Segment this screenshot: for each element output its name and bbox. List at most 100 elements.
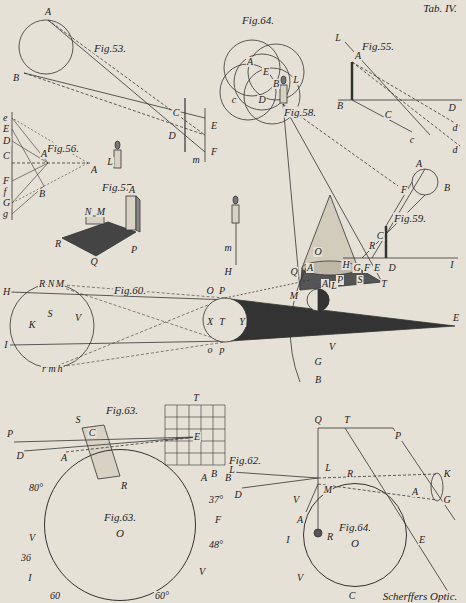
figure-label: Fig.55. [361,41,395,52]
point-letter: D [167,131,176,141]
point-letter: E [452,313,460,323]
point-letter: 80° [28,483,44,493]
point-letter: 60 [49,591,61,601]
point-letter: 37° [208,495,224,505]
point-letter: p [219,345,226,355]
point-letter: m [223,243,232,253]
figure-label: Fig.59. [393,213,427,224]
point-letter: c [231,95,237,105]
point-letter: G [442,495,451,505]
point-letter: C [376,231,385,241]
figure-label: Fig.56. [46,143,80,154]
point-letter: D [233,490,242,500]
point-letter: C [88,428,97,438]
point-letter: c [409,135,415,145]
point-letter: S [357,275,364,285]
figure-label: Fig.58. [283,107,317,118]
point-letter: L [324,463,332,473]
point-letter: P [130,245,138,255]
point-letter: V [28,533,36,543]
point-letter: V [198,567,206,577]
point-letter: B [443,183,451,193]
point-letter: B [272,79,280,89]
point-letter: o [207,345,214,355]
point-letter: R [346,469,354,479]
figure-label: Scherffers Optic. [382,590,459,601]
point-letter: C [2,151,11,161]
point-letter: M [96,207,106,217]
point-letter: A [40,149,48,159]
figure-label: Fig.64. [241,15,275,26]
point-letter: d [452,145,459,155]
figure-circle: Fig.63.O [44,449,196,601]
point-letter: B [12,73,20,83]
point-letter: Y [238,317,246,327]
figure-label: Tab. IV. [422,3,457,14]
point-letter: F [2,176,10,186]
point-letter: B [314,375,322,385]
point-letter: A [90,165,98,175]
point-letter: I [449,260,454,270]
point-letter: m [191,155,200,165]
point-letter: H [223,267,232,277]
point-letter: D [15,451,24,461]
point-letter: E [373,263,381,273]
point-letter: g [2,209,9,219]
point-letter: S [47,309,54,319]
point-letter: R [38,279,46,289]
point-letter: B [224,473,232,483]
point-letter: V [328,342,336,352]
point-letter: A [354,51,362,61]
point-letter: A [411,487,419,497]
point-letter: B [38,189,46,199]
point-letter: K [443,469,452,479]
point-letter: C [348,591,357,601]
point-letter: D [257,95,266,105]
figure-label: Fig.60. [113,285,147,296]
point-letter: m [47,364,56,374]
point-letter: A [321,279,329,289]
point-letter: Q [89,257,98,267]
point-letter: X [206,317,214,327]
point-letter: P [6,429,14,439]
point-letter: E [418,535,426,545]
point-letter: Q [289,267,298,277]
point-letter: I [285,535,290,545]
point-letter: F [214,515,222,525]
point-letter: P [218,286,226,296]
centre-letter: O [116,525,124,542]
point-letter: T [192,393,200,403]
point-letter: L [292,75,300,85]
point-letter: C [172,108,181,118]
point-letter: 48° [208,540,224,550]
point-letter: G [2,198,11,208]
point-letter: R [326,532,334,542]
point-letter: Q [313,415,322,425]
point-letter: M [289,291,299,301]
point-letter: A [415,159,423,169]
point-letter: e [2,113,8,123]
point-letter: 60° [154,591,170,601]
point-letter: D [447,103,456,113]
point-letter: G [352,263,361,273]
point-letter: P [394,431,402,441]
figure-number: Fig.63. [104,509,136,526]
point-letter: G [313,357,322,367]
point-letter: T [380,279,388,289]
point-letter: A [306,263,314,273]
figure-label: Fig.53. [93,43,127,54]
point-letter: r [41,364,47,374]
figure-number: Fig.64. [339,519,371,536]
point-letter: V [74,313,82,323]
point-letter: F [210,147,218,157]
point-letter: V [296,573,304,583]
point-letter: f [3,187,8,197]
point-letter: R [120,481,128,491]
point-letter: D [2,136,11,146]
point-letter: R [54,239,62,249]
point-letter: h [57,364,64,374]
figure-label: Fig.62. [228,455,262,466]
point-letter: O [205,286,214,296]
point-letter: E [262,67,270,77]
